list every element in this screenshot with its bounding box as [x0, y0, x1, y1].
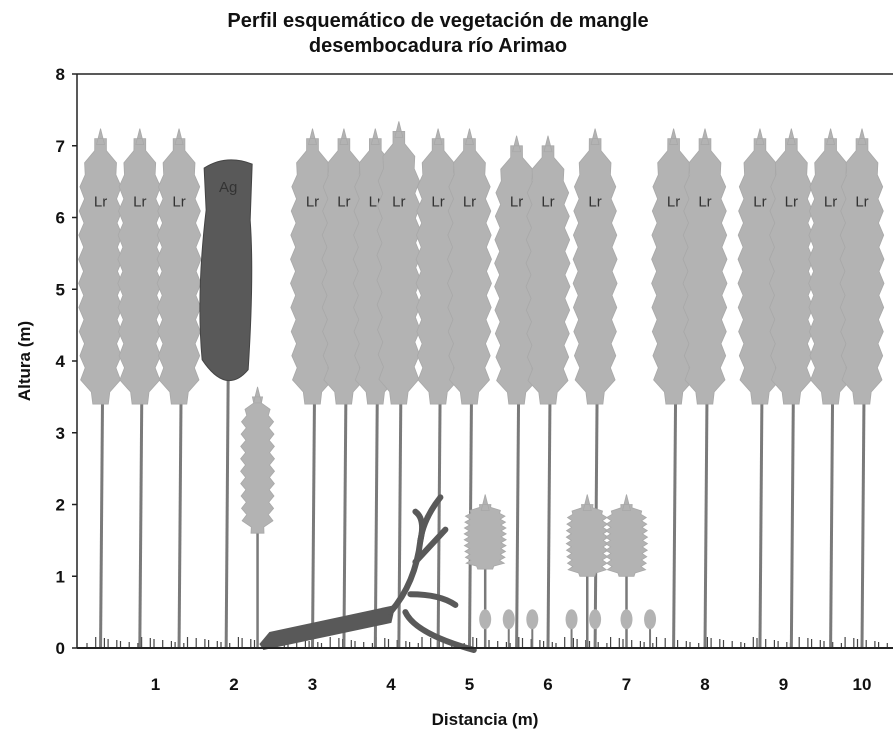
tree-stem — [438, 394, 440, 648]
shrub-crown — [566, 495, 608, 577]
species-label: Lr — [306, 194, 319, 211]
x-axis-label: Distancia (m) — [432, 710, 539, 729]
species-label: Lr — [337, 194, 350, 211]
x-tick-label: 2 — [229, 675, 238, 694]
laguncularia-crown — [79, 129, 123, 405]
laguncularia-crown — [448, 129, 492, 405]
tree-stem — [140, 394, 142, 648]
tree-stem — [399, 394, 401, 648]
y-tick-label: 4 — [56, 352, 66, 371]
x-tick-label: 3 — [308, 675, 317, 694]
fallen-trunk-branch — [390, 540, 420, 612]
laguncularia-crown — [526, 136, 570, 404]
tree-stem — [344, 394, 346, 648]
laguncularia-crown — [573, 129, 617, 405]
seedling-crown — [621, 609, 633, 629]
y-tick-label: 1 — [56, 567, 65, 586]
species-label: Lr — [133, 194, 146, 211]
y-tick-label: 2 — [56, 496, 65, 515]
species-label: Lr — [172, 194, 185, 211]
seedling-crown — [503, 609, 515, 629]
x-tick-label: 7 — [622, 675, 631, 694]
shrub-crown — [241, 387, 275, 533]
chart-title-line2: desembocadura río Arimao — [309, 35, 567, 57]
laguncularia-crown — [840, 129, 884, 405]
seedling-crown — [566, 609, 578, 629]
tree-stem — [179, 394, 181, 648]
chart-title-line1: Perfil esquemático de vegetación de mang… — [227, 10, 648, 32]
species-label: Lr — [753, 194, 766, 211]
seedling-crown — [644, 609, 656, 629]
x-tick-label: 9 — [779, 675, 788, 694]
species-label: Lr — [855, 194, 868, 211]
y-tick-label: 0 — [56, 639, 65, 658]
x-tick-label: 1 — [151, 675, 160, 694]
tree-stem — [517, 394, 519, 648]
tree-stem — [760, 394, 762, 648]
x-tick-label: 6 — [543, 675, 552, 694]
y-tick-label: 5 — [56, 280, 65, 299]
fallen-trunk — [259, 497, 473, 650]
species-label: Lr — [541, 194, 554, 211]
x-tick-label: 8 — [700, 675, 709, 694]
tree-stem — [705, 394, 707, 648]
species-label: Lr — [510, 194, 523, 211]
laguncularia-crown — [157, 129, 201, 405]
fallen-trunk-branch — [415, 512, 422, 541]
tree-stem — [313, 394, 315, 648]
species-label: Lr — [588, 194, 601, 211]
species-label: Lr — [392, 194, 405, 211]
laguncularia-crown — [377, 121, 421, 404]
x-tick-label: 5 — [465, 675, 474, 694]
species-label: Lr — [785, 194, 798, 211]
species-label: Lr — [824, 194, 837, 211]
y-tick-label: 8 — [56, 65, 65, 84]
y-axis-label: Altura (m) — [15, 321, 34, 401]
tree-stem — [674, 394, 676, 648]
seedling-crown — [479, 609, 491, 629]
x-tick-label: 10 — [853, 675, 872, 694]
tree-stem — [831, 394, 833, 648]
x-tick-label: 4 — [386, 675, 396, 694]
tree-stem — [791, 394, 793, 648]
x-tick-labels: 1 2 3 4 5 6 7 8 9 10 — [151, 675, 872, 694]
fallen-trunk-branch — [410, 594, 455, 605]
y-tick-labels: 0 1 2 3 4 5 6 7 8 — [56, 65, 77, 658]
tree-stem — [226, 380, 228, 648]
species-label: Ag — [219, 179, 237, 196]
species-label: Lr — [431, 194, 444, 211]
tree-stem — [101, 394, 103, 648]
species-label: Lr — [94, 194, 107, 211]
species-label: Lr — [667, 194, 680, 211]
species-label: Lr — [698, 194, 711, 211]
tree-stem — [548, 394, 550, 648]
y-tick-label: 3 — [56, 424, 65, 443]
laguncularia-crown — [118, 129, 162, 405]
laguncularia-crown — [769, 129, 813, 405]
y-tick-label: 6 — [56, 209, 65, 228]
shrub-crown — [606, 495, 648, 577]
tree-stem — [862, 394, 864, 648]
seedling-crown — [526, 609, 538, 629]
y-tick-label: 7 — [56, 137, 65, 156]
species-label: Lr — [463, 194, 476, 211]
laguncularia-crown — [683, 129, 727, 405]
seedling-crown — [589, 609, 601, 629]
